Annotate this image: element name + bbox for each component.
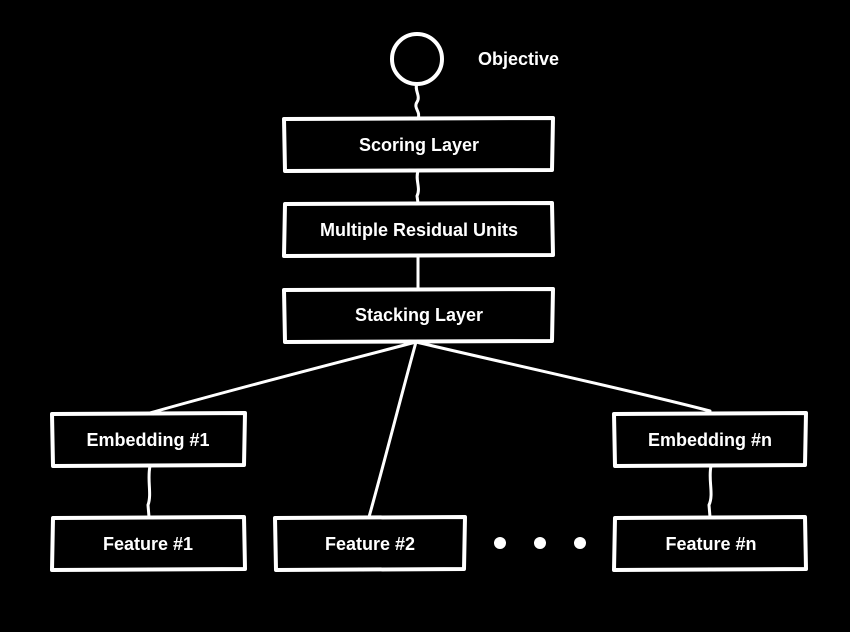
scoring-layer-box — [282, 116, 555, 173]
ellipsis-dot-3 — [574, 537, 586, 549]
edge-stacking-embeddingn — [414, 340, 712, 413]
edge-objective-scoring — [414, 82, 421, 120]
feature-2-node: Feature #2 — [273, 515, 467, 572]
embedding-1-label: Embedding #1 — [86, 430, 209, 450]
feature-n-box — [612, 515, 808, 572]
stacking-layer-box — [282, 287, 555, 344]
feature-1-node: Feature #1 — [50, 515, 247, 572]
edge-embedding1-feature1 — [146, 464, 152, 519]
embedding-n-node: Embedding #n — [612, 411, 808, 468]
edge-stacking-embedding1 — [148, 340, 418, 415]
stacking-layer-node: Stacking Layer — [282, 287, 555, 344]
feature-2-label: Feature #2 — [325, 534, 415, 554]
embedding-1-node: Embedding #1 — [50, 411, 247, 468]
residual-units-node: Multiple Residual Units — [282, 201, 555, 258]
scoring-layer-label: Scoring Layer — [359, 135, 479, 155]
ellipsis-dot-1 — [494, 537, 506, 549]
feature-1-box — [50, 515, 247, 572]
stacking-layer-label: Stacking Layer — [355, 305, 483, 325]
objective-circle — [390, 32, 444, 86]
embedding-1-box — [50, 411, 247, 468]
ellipsis-dot-2 — [534, 537, 546, 549]
embedding-n-box — [612, 411, 808, 468]
edge-embeddingn-featuren — [707, 464, 713, 519]
edge-stacking-feature2 — [367, 340, 418, 519]
residual-units-label: Multiple Residual Units — [320, 220, 518, 240]
ellipsis-dots — [494, 537, 586, 549]
objective-label: Objective — [478, 49, 559, 69]
residual-units-box — [282, 201, 555, 258]
scoring-layer-node: Scoring Layer — [282, 116, 555, 173]
objective-node: Objective — [390, 32, 559, 86]
embedding-n-label: Embedding #n — [648, 430, 772, 450]
feature-1-label: Feature #1 — [103, 534, 193, 554]
feature-n-label: Feature #n — [665, 534, 756, 554]
feature-n-node: Feature #n — [612, 515, 808, 572]
edge-scoring-residual — [415, 169, 420, 205]
feature-2-box — [273, 515, 467, 572]
edges — [146, 82, 713, 519]
